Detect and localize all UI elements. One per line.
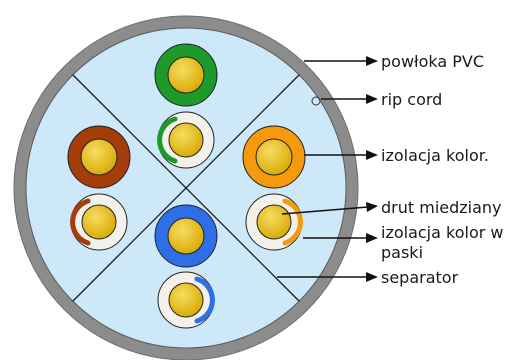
wire-pair-blue	[154, 204, 218, 329]
wire-solid-green	[154, 43, 218, 107]
arrow-pvc-jacket	[304, 56, 378, 66]
label-separator: separator	[381, 268, 459, 287]
callout-arrows	[277, 56, 378, 282]
label-pvc-jacket: powłoka PVC	[381, 52, 484, 71]
wire-solid-orange	[242, 125, 306, 189]
arrow-stripe-insulation	[303, 233, 378, 243]
wire-striped-blue	[157, 271, 215, 329]
wire-striped-green	[157, 111, 215, 169]
arrow-separator	[277, 272, 378, 282]
label-stripe-insulation-line1: izolacja kolor w	[381, 223, 503, 242]
wire-striped-orange	[245, 193, 303, 251]
label-copper-wire: drut miedziany	[381, 198, 502, 217]
arrow-color-insulation	[304, 150, 378, 160]
wire-striped-brown	[70, 193, 128, 251]
rip-cord	[311, 96, 321, 106]
wire-pair-brown	[67, 125, 131, 251]
wire-solid-brown	[67, 125, 131, 189]
label-color-insulation: izolacja kolor.	[381, 146, 489, 165]
label-rip-cord: rip cord	[381, 90, 442, 109]
arrow-rip-cord	[321, 94, 378, 104]
cross-separator	[69, 71, 303, 305]
arrow-copper-wire	[281, 202, 378, 215]
wire-pair-green	[154, 43, 218, 169]
wire-solid-blue	[154, 204, 218, 268]
label-stripe-insulation-line2: paski	[381, 243, 423, 262]
